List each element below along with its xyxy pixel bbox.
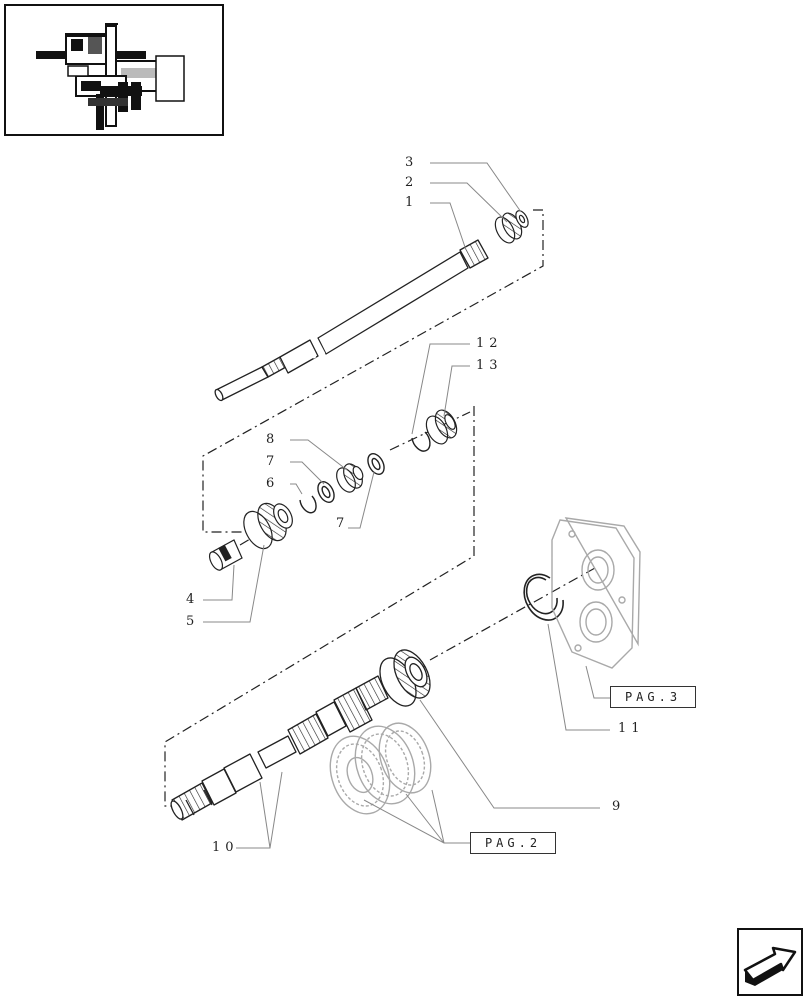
callout-8: 8 bbox=[266, 432, 280, 447]
part-7-washer-a bbox=[317, 481, 335, 503]
part-9-synchronizer bbox=[379, 649, 431, 707]
part-7-washer-b bbox=[367, 453, 385, 475]
callout-12: 12 bbox=[476, 336, 503, 351]
part-6-snap-ring bbox=[299, 495, 317, 514]
callout-6: 6 bbox=[266, 476, 280, 491]
leader-lines bbox=[203, 162, 610, 849]
callout-7-b: 7 bbox=[336, 516, 350, 531]
callout-13: 13 bbox=[476, 358, 503, 373]
assembly-centerlines bbox=[164, 209, 596, 807]
callout-1: 1 bbox=[405, 195, 419, 210]
callout-4: 4 bbox=[186, 592, 200, 607]
part-11-circlip bbox=[523, 573, 564, 621]
page-ref-pag-2-link[interactable]: PAG.2 bbox=[470, 832, 556, 854]
assembly-location-thumbnail[interactable] bbox=[4, 4, 224, 136]
callout-3: 3 bbox=[405, 155, 419, 170]
part-12-snap-ring bbox=[411, 431, 431, 452]
part-4-splined-hub bbox=[208, 539, 243, 571]
next-page-arrow-icon bbox=[743, 946, 797, 986]
callout-2: 2 bbox=[405, 175, 419, 190]
ghost-gear-cluster bbox=[329, 722, 432, 815]
callout-10: 10 bbox=[212, 840, 239, 855]
ghost-housing-plate bbox=[551, 517, 641, 669]
part-1-long-shaft bbox=[214, 239, 489, 402]
part-5-synchro-gear bbox=[243, 502, 293, 550]
next-page-button[interactable] bbox=[737, 928, 803, 996]
part-8-needle-bearing bbox=[336, 463, 364, 493]
thumbnail-drawing bbox=[36, 23, 185, 130]
callout-11: 11 bbox=[618, 721, 645, 736]
callout-7-a: 7 bbox=[266, 454, 280, 469]
part-13-bearing bbox=[425, 409, 458, 445]
page-ref-pag-3-link[interactable]: PAG.3 bbox=[610, 686, 696, 708]
callout-9: 9 bbox=[612, 799, 626, 814]
part-10-main-shaft bbox=[170, 675, 389, 821]
callout-5: 5 bbox=[186, 614, 200, 629]
part-2-3-gear-and-snap-ring bbox=[494, 210, 529, 244]
